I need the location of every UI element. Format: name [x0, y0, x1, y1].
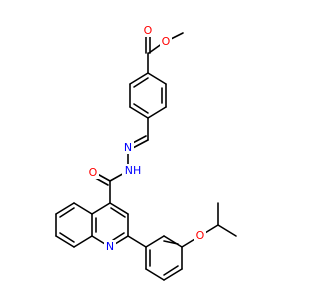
atom-label-n-imine: N — [124, 141, 132, 154]
bond-ring-b-6 — [145, 235, 165, 248]
bond-benzo-4-inner — [59, 232, 75, 243]
molecule-structure: O O N NH O N O — [55, 24, 237, 281]
atom-label-n-hydrazide-nh: NH — [125, 164, 142, 177]
bond-ring-b-5-inner — [163, 240, 179, 245]
bond-ring-b-3-inner — [163, 265, 179, 276]
bond-benzo-1 — [73, 202, 93, 215]
atom-o-isopropoxy: O — [194, 229, 206, 242]
bond-benzo-2 — [55, 202, 75, 215]
atom-label-o-ester-carbonyl: O — [144, 24, 153, 37]
atom-o-ester-carbonyl: O — [142, 24, 154, 37]
atom-n-quinoline: N — [104, 240, 116, 253]
bond-ring-b-3 — [163, 268, 183, 281]
bond-ring-a-6 — [129, 72, 149, 85]
atom-n-hydrazide-nh: NH — [122, 164, 144, 177]
atom-label-o-isopropoxy: O — [196, 229, 205, 242]
bond-quin-n-c8a — [91, 235, 106, 245]
atom-n-imine: N — [122, 141, 134, 154]
bond-ring-a-4-inner — [133, 103, 149, 114]
bond-ring-a-4 — [129, 106, 149, 119]
bond-ring-a-6-inner — [133, 77, 149, 88]
bond-benzo-4 — [55, 235, 75, 248]
bond-ring-b-2 — [145, 268, 165, 281]
bond-quin-phenyl — [127, 235, 147, 248]
bond-quin-c2-n-inner — [112, 232, 125, 241]
bond-ring-a-3 — [147, 106, 167, 119]
bond-ring-a-1 — [147, 72, 167, 85]
atom-label-o-ester-ether: O — [162, 35, 171, 48]
atom-label-n-quinoline: N — [106, 240, 114, 253]
atom-label-o-amide: O — [89, 166, 98, 179]
bond-benzo-5 — [73, 235, 93, 248]
bond-quin-c4a-c4 — [91, 202, 111, 215]
bond-quin-c4-c3-inner — [110, 207, 126, 218]
bond-quin-c2-n — [114, 235, 129, 245]
atom-o-ester-ether: O — [160, 35, 172, 48]
bond-ring-b-5 — [163, 235, 183, 248]
atom-o-amide: O — [87, 166, 99, 179]
molecule-canvas: O O N NH O N O — [55, 24, 237, 281]
bond-ch-methyl-right — [217, 224, 237, 237]
bond-benzo-2-inner — [59, 207, 75, 218]
bond-quin-c4-c3 — [109, 202, 129, 215]
